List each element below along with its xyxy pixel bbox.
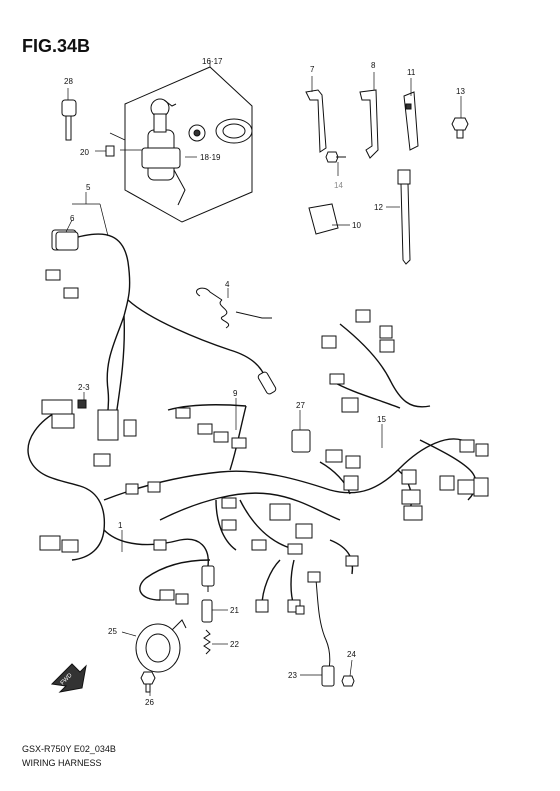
coupler-6 xyxy=(55,219,79,251)
figure-caption: WIRING HARNESS xyxy=(22,758,102,768)
callout-8: 8 xyxy=(371,61,376,70)
callout-12: 12 xyxy=(374,203,383,212)
sensor-23 xyxy=(300,665,335,687)
callout-15: 15 xyxy=(377,415,386,424)
callout-27: 27 xyxy=(296,401,305,410)
callout-22: 22 xyxy=(230,640,239,649)
callout-5: 5 xyxy=(86,183,91,192)
callout-16-17: 16·17 xyxy=(202,57,223,66)
horn-25 xyxy=(121,619,187,673)
clamp-11 xyxy=(403,78,419,151)
callout-13: 13 xyxy=(456,87,465,96)
callout-leaders xyxy=(72,192,383,552)
callout-10: 10 xyxy=(352,221,361,230)
callout-9: 9 xyxy=(233,389,238,398)
callout-7: 7 xyxy=(310,65,315,74)
model-code: GSX-R750Y E02_034B xyxy=(22,744,116,754)
callout-24: 24 xyxy=(347,650,356,659)
harness-connectors xyxy=(39,229,489,615)
callout-18-19: 18·19 xyxy=(200,153,221,162)
bolt-14 xyxy=(325,151,346,176)
clamp-8 xyxy=(359,72,379,159)
callout-21: 21 xyxy=(230,606,239,615)
callout-1: 1 xyxy=(118,521,123,530)
clamp-7 xyxy=(305,76,327,153)
callout-labels: 16·17 28 20 18·19 7 8 11 13 14 5 6 12 10… xyxy=(60,57,466,707)
spring-clip-4 xyxy=(196,287,272,329)
rubber-pad-10 xyxy=(308,203,350,235)
callout-4: 4 xyxy=(225,280,230,289)
forward-arrow xyxy=(50,663,87,693)
bolt-26 xyxy=(140,671,156,696)
bolt-13 xyxy=(451,96,469,139)
grommet-2-3 xyxy=(77,392,87,409)
callout-2-3: 2-3 xyxy=(78,383,90,392)
callout-23: 23 xyxy=(288,671,297,680)
screw-24 xyxy=(341,659,355,687)
ignition-key xyxy=(61,88,77,141)
figure-title: FIG.34B xyxy=(22,36,91,56)
callout-11: 11 xyxy=(407,68,416,77)
screw-20 xyxy=(95,145,115,157)
relay-27 xyxy=(291,410,311,453)
spring-22 xyxy=(203,629,228,655)
ignition-lock-set xyxy=(109,60,253,223)
callout-25: 25 xyxy=(108,627,117,636)
callout-14: 14 xyxy=(334,181,343,190)
switch-21 xyxy=(201,599,228,623)
callout-6: 6 xyxy=(70,214,75,223)
callout-26: 26 xyxy=(145,698,154,707)
callout-20: 20 xyxy=(80,148,89,157)
callout-28: 28 xyxy=(64,77,73,86)
cable-tie-12 xyxy=(386,169,411,265)
